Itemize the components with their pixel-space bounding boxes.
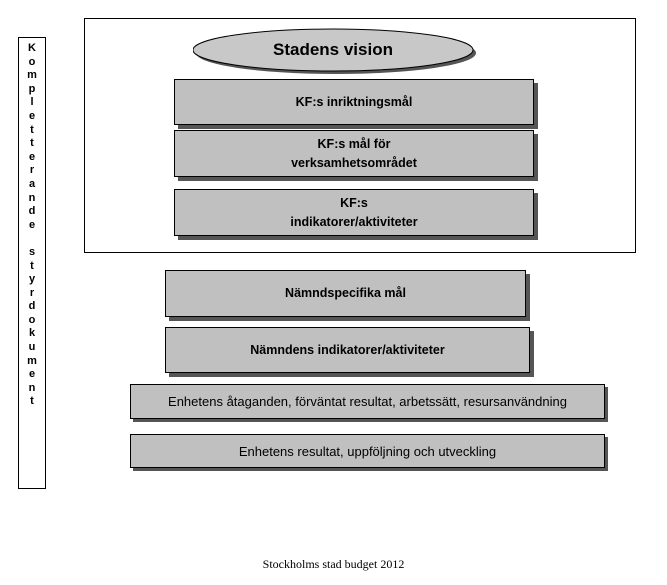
namndens-indikatorer-label: Nämndens indikatorer/aktiviteter (250, 342, 445, 357)
side-label-char: t (30, 259, 34, 272)
kf-inriktningsmal-label: KF:s inriktningsmål (295, 94, 413, 109)
side-label-char (30, 232, 33, 246)
side-label-char: l (30, 96, 34, 109)
side-label-char: e (28, 218, 36, 231)
side-label-char: n (28, 381, 36, 394)
side-label-char: d (28, 300, 36, 313)
kf-inriktningsmal-box: KF:s inriktningsmål (174, 79, 534, 125)
side-label-char: e (28, 109, 36, 122)
namndspecifika-mal-box: Nämndspecifika mål (165, 270, 526, 317)
kf-mal-label-line2: verksamhetsområdet (291, 155, 417, 170)
kf-ind-label-line1: KF:s (340, 195, 368, 210)
side-label-char: k (28, 327, 36, 340)
side-label-char: n (28, 191, 36, 204)
side-label-char: o (28, 313, 36, 326)
kf-mal-label-line1: KF:s mål för (317, 136, 391, 151)
side-label-char: m (27, 354, 37, 367)
side-label-char: d (28, 205, 36, 218)
side-label-char: u (28, 341, 36, 354)
enhetens-ataganden-box: Enhetens åtaganden, förväntat resultat, … (130, 384, 605, 419)
namndspecifika-mal-label: Nämndspecifika mål (285, 286, 406, 300)
side-label-char: r (29, 286, 35, 299)
vision-ellipse: Stadens vision (193, 28, 477, 76)
side-label-char: o (28, 55, 36, 68)
namndens-indikatorer-box: Nämndens indikatorer/aktiviteter (165, 327, 530, 373)
vision-ellipse-shape (193, 28, 476, 74)
side-label-char: K (28, 42, 36, 54)
side-label-char: t (30, 123, 34, 136)
side-label-char: y (28, 273, 36, 286)
side-label-char: s (28, 245, 36, 258)
kf-indikatorer-box: KF:s indikatorer/aktiviteter (174, 189, 534, 236)
side-label-char: a (28, 177, 36, 190)
kf-ind-label-line2: indikatorer/aktiviteter (290, 214, 418, 229)
side-label-char: m (27, 69, 37, 82)
footer-caption: Stockholms stad budget 2012 (262, 557, 405, 571)
enhetens-resultat-box: Enhetens resultat, uppföljning och utvec… (130, 434, 605, 468)
enhetens-ataganden-label: Enhetens åtaganden, förväntat resultat, … (168, 394, 567, 409)
kf-mal-verksamhetsomradet-box: KF:s mål för verksamhetsområdet (174, 130, 534, 177)
side-label-char: e (28, 368, 36, 381)
side-label-char: p (28, 82, 36, 95)
side-label-char: t (30, 137, 34, 150)
enhetens-resultat-label: Enhetens resultat, uppföljning och utvec… (238, 443, 497, 459)
vision-label: Stadens vision (273, 40, 393, 59)
side-label-char: r (29, 164, 35, 177)
side-label-char: e (28, 150, 36, 163)
side-label-char: t (30, 395, 34, 408)
